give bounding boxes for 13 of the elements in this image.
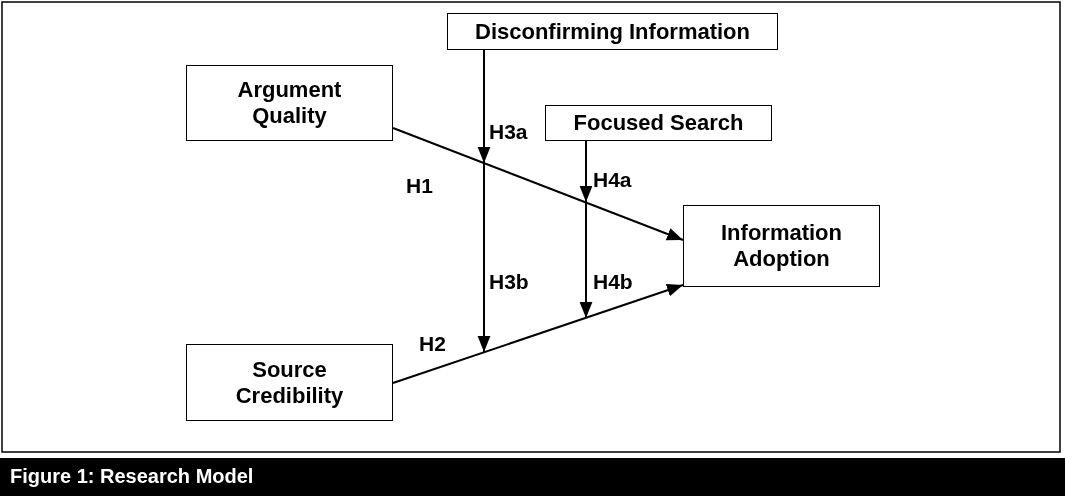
concept-box [186,65,393,141]
concept-box [447,13,778,50]
concept-label: Information Adoption [720,220,843,272]
concept-label: Source Credibility [234,356,345,409]
concept-label: Argument Quality [236,77,343,129]
concept-box [545,105,772,141]
concept-box [186,344,393,421]
arrow [392,127,684,241]
figure-caption: Figure 1: Research Model [10,464,254,488]
arrow [392,284,684,384]
concept-label: Disconfirming Information [475,18,750,45]
concept-label: Focused Search [573,110,744,136]
concept-box [683,205,880,287]
